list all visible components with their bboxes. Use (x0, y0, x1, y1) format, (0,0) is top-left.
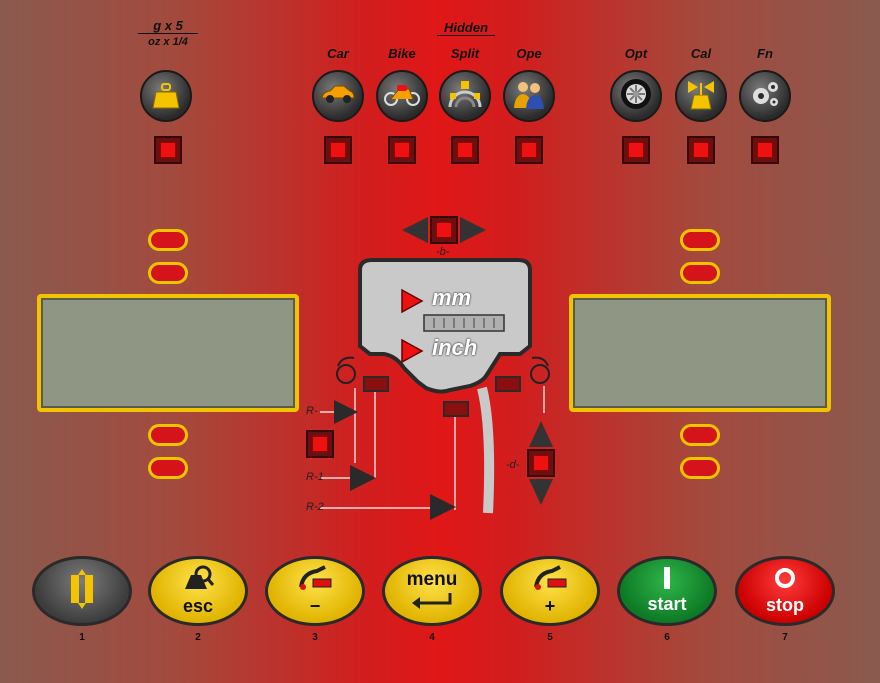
setting-1-button[interactable] (675, 70, 727, 122)
gauge-arm-icon (295, 565, 335, 596)
hidden-label: Hidden (437, 20, 495, 36)
motorbike-icon (383, 81, 421, 112)
d-led[interactable] (527, 449, 555, 477)
mode-3-button[interactable] (503, 70, 555, 122)
setting-1-label: Cal (690, 46, 712, 61)
button-3-number: 3 (312, 632, 318, 643)
left-upper-led-2 (148, 262, 188, 284)
setting-0-label: Opt (624, 46, 648, 61)
left-upper-led-1 (148, 229, 188, 251)
gauge-led-left (363, 376, 389, 392)
button-2-number: 2 (195, 632, 201, 643)
mode-3-led[interactable] (515, 136, 543, 164)
b-selector-arrows (402, 217, 486, 243)
right-upper-led-1 (680, 229, 720, 251)
button-3-text: − (309, 596, 321, 616)
mode-2-label: Split (450, 46, 480, 61)
weight-unit-label: g x 5 oz x 1/4 (138, 18, 198, 48)
operator-icon (511, 78, 547, 115)
button-7-text: stop (766, 595, 804, 615)
left-lower-led-1 (148, 424, 188, 446)
d-selector-arrows (529, 421, 553, 505)
button-6-text: start (647, 594, 687, 614)
button-7-number: 7 (782, 632, 788, 643)
right-upper-led-2 (680, 262, 720, 284)
weight-unit-led[interactable] (154, 136, 182, 164)
mode-0-label: Car (327, 46, 349, 61)
setting-1-led[interactable] (687, 136, 715, 164)
d-marker-label: -d- (506, 459, 520, 471)
d-selector[interactable] (526, 421, 556, 505)
button-2-text: esc (182, 596, 214, 616)
weight-magnifier-icon (181, 565, 215, 596)
r2-marker-label: R-2 (306, 501, 324, 513)
car-icon (320, 83, 356, 110)
gauge-led-center (443, 401, 469, 417)
mode-0-led[interactable] (324, 136, 352, 164)
button-4-number: 4 (429, 632, 435, 643)
wheel-width-icon (67, 568, 97, 614)
wheel-rim-icon (619, 77, 653, 116)
button-1-number: 1 (79, 632, 85, 643)
gears-icon (747, 76, 783, 117)
setting-2-button[interactable] (739, 70, 791, 122)
stop-ring-icon (773, 566, 797, 595)
calibration-weight-icon (684, 77, 718, 116)
b-marker-label: -b- (436, 246, 450, 258)
button-5-number: 5 (547, 632, 553, 643)
b-led[interactable] (430, 216, 458, 244)
r-led[interactable] (306, 430, 334, 458)
weight-unit-icon-button[interactable] (140, 70, 192, 122)
mode-2-button[interactable] (439, 70, 491, 122)
button-2[interactable]: esc (148, 556, 248, 626)
button-4-text: menu (406, 568, 458, 590)
right-lower-led-1 (680, 424, 720, 446)
button-5-text: + (544, 596, 556, 616)
left-display (37, 294, 299, 412)
b-selector[interactable] (402, 214, 486, 246)
gauge-led-right (495, 376, 521, 392)
mode-0-button[interactable] (312, 70, 364, 122)
mode-3-label: Ope (516, 46, 542, 61)
button-5[interactable]: + (500, 556, 600, 626)
mode-1-led[interactable] (388, 136, 416, 164)
setting-0-led[interactable] (622, 136, 650, 164)
mm-label: mm (432, 285, 472, 310)
setting-2-label: Fn (757, 46, 773, 61)
r1-marker-label: R-1 (306, 471, 324, 483)
weight-icon (152, 83, 180, 109)
start-bar-icon (662, 567, 672, 594)
split-weight-icon (446, 79, 484, 114)
right-lower-led-2 (680, 457, 720, 479)
inch-label: inch (432, 335, 478, 360)
left-lower-led-2 (148, 457, 188, 479)
r-marker-label: R- (306, 405, 318, 417)
weight-unit-top: g x 5 (138, 18, 198, 34)
setting-2-led[interactable] (751, 136, 779, 164)
button-6[interactable]: start (617, 556, 717, 626)
mode-2-led[interactable] (451, 136, 479, 164)
enter-arrow-icon (410, 591, 454, 614)
inch-arrow-icon (401, 338, 424, 364)
button-1[interactable] (32, 556, 132, 626)
mode-1-button[interactable] (376, 70, 428, 122)
setting-0-button[interactable] (610, 70, 662, 122)
button-7[interactable]: stop (735, 556, 835, 626)
gauge-arm-icon (530, 565, 570, 596)
button-6-number: 6 (664, 632, 670, 643)
right-display (569, 294, 831, 412)
button-3[interactable]: − (265, 556, 365, 626)
weight-unit-bottom: oz x 1/4 (148, 36, 188, 48)
mm-arrow-icon (401, 288, 424, 314)
mode-1-label: Bike (388, 46, 416, 61)
button-4[interactable]: menu (382, 556, 482, 626)
